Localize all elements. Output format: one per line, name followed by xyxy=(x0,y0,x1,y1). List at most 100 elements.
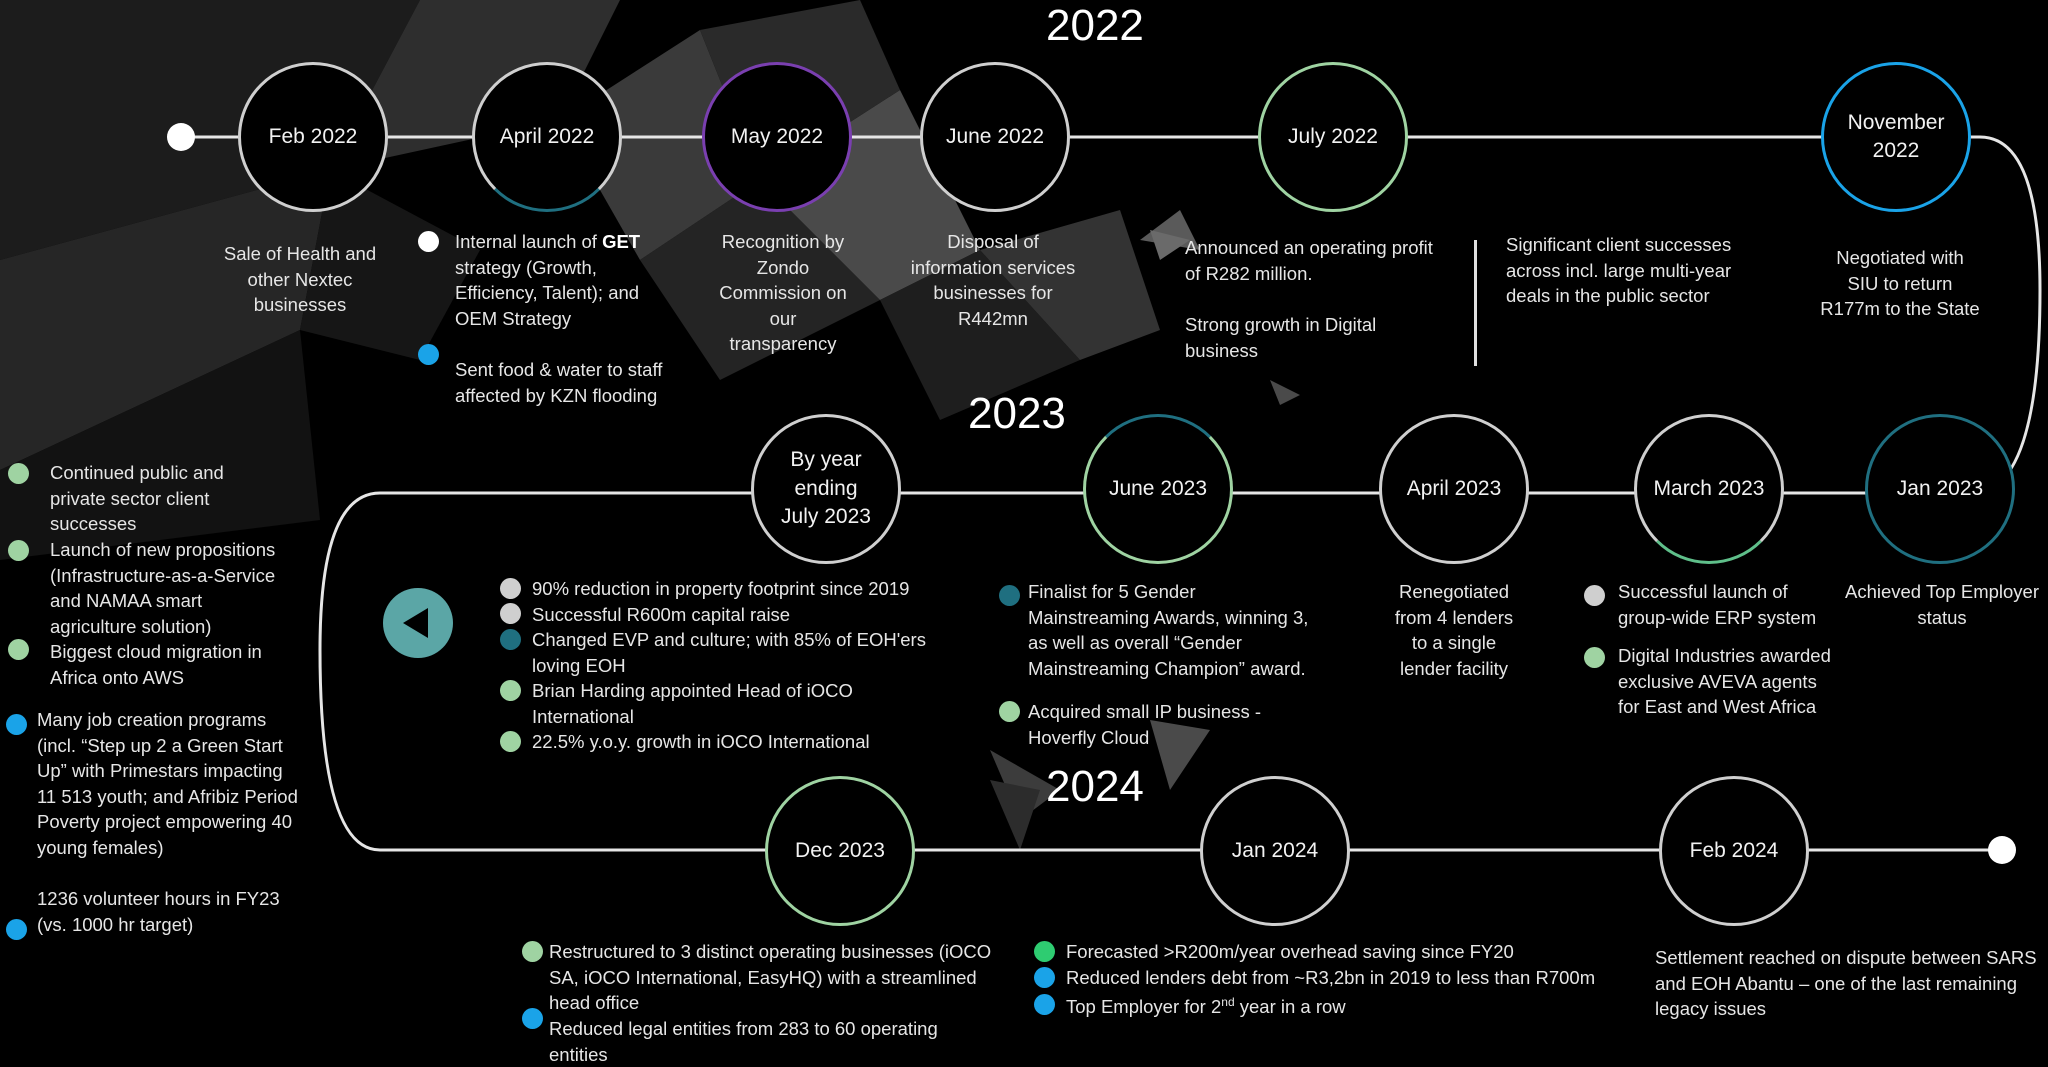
text-line: other Nextec xyxy=(205,267,395,293)
text-line: 1236 volunteer hours in FY23 xyxy=(37,886,327,912)
text-line: Launch of new propositions xyxy=(50,537,310,563)
feb-2022-description: Sale of Health and other Nextec business… xyxy=(205,241,395,318)
text-line: agriculture solution) xyxy=(50,614,310,640)
text-line: Up” with Primestars impacting xyxy=(37,758,327,784)
node-july-2022[interactable]: July 2022 xyxy=(1258,62,1408,212)
bullet-dot-grey xyxy=(500,603,521,624)
text-line: Settlement reached on dispute between SA… xyxy=(1655,945,2048,971)
node-feb-2022[interactable]: Feb 2022 xyxy=(238,62,388,212)
jan-2024-description: Forecasted >R200m/year overhead saving s… xyxy=(1066,939,1626,1020)
text-line: entities xyxy=(549,1042,1029,1067)
node-feb-2024[interactable]: Feb 2024 xyxy=(1659,776,1809,926)
march-2023-erp: Successful launch of group-wide ERP syst… xyxy=(1618,579,1858,630)
superscript: nd xyxy=(1221,995,1234,1009)
text-line: business xyxy=(1185,338,1475,364)
april-2022-food-description: Sent food & water to staff affected by K… xyxy=(455,357,695,408)
year-2022-heading: 2022 xyxy=(1046,4,1144,48)
bullet-dot-blue xyxy=(418,344,439,365)
text-line: Biggest cloud migration in xyxy=(50,639,310,665)
text-line: Acquired small IP business - xyxy=(1028,699,1348,725)
node-label-line: July 2023 xyxy=(781,503,871,531)
node-dec-2023[interactable]: Dec 2023 xyxy=(765,776,915,926)
bullet-dot-grey xyxy=(500,578,521,599)
node-june-2023[interactable]: June 2023 xyxy=(1083,414,1233,564)
text-line: as well as overall “Gender xyxy=(1028,630,1348,656)
text-line: Digital Industries awarded xyxy=(1618,643,1858,669)
node-label-line: By year xyxy=(781,446,871,474)
text-line: status xyxy=(1836,605,2048,631)
text-line: Zondo xyxy=(693,255,873,281)
bullet-dot-blue xyxy=(522,1008,543,1029)
text-line: Mainstreaming Awards, winning 3, xyxy=(1028,605,1348,631)
text-line: young females) xyxy=(37,835,327,861)
text-line: head office xyxy=(549,990,1029,1016)
text-line: Reduced lenders debt from ~R3,2bn in 201… xyxy=(1066,965,1626,991)
text-line: strategy (Growth, xyxy=(455,255,695,281)
text-line: legacy issues xyxy=(1655,996,2048,1022)
node-april-2022[interactable]: April 2022 xyxy=(472,62,622,212)
bullet-dot-light-green xyxy=(1584,647,1605,668)
text-line: Sale of Health and xyxy=(205,241,395,267)
text-line: 22.5% y.o.y. growth in iOCO Internationa… xyxy=(532,729,972,755)
text-line: loving EOH xyxy=(532,653,972,679)
left-new-propositions: Launch of new propositions (Infrastructu… xyxy=(50,537,310,639)
text-line: Disposal of xyxy=(893,229,1093,255)
text-line: SA, iOCO International, EasyHQ) with a s… xyxy=(549,965,1029,991)
back-button[interactable] xyxy=(383,588,453,658)
bullet-dot-light-green xyxy=(522,941,543,962)
node-label: Jan 2024 xyxy=(1232,837,1318,865)
text-line: Africa onto AWS xyxy=(50,665,310,691)
node-label-line: ending xyxy=(781,475,871,503)
text-line: transparency xyxy=(693,331,873,357)
text-fragment: year in a row xyxy=(1235,996,1346,1017)
text-line: (incl. “Step up 2 a Green Start xyxy=(37,733,327,759)
text-line: businesses for xyxy=(893,280,1093,306)
text-line: lender facility xyxy=(1364,656,1544,682)
april-2023-description: Renegotiated from 4 lenders to a single … xyxy=(1364,579,1544,681)
left-volunteer-hours: 1236 volunteer hours in FY23 (vs. 1000 h… xyxy=(37,886,327,937)
text-line: across incl. large multi-year xyxy=(1506,258,1766,284)
june-2022-description: Disposal of information services busines… xyxy=(893,229,1093,331)
text-line: Changed EVP and culture; with 85% of EOH… xyxy=(532,627,972,653)
bullet-dot-teal xyxy=(999,585,1020,606)
node-may-2022[interactable]: May 2022 xyxy=(702,62,852,212)
node-april-2023[interactable]: April 2023 xyxy=(1379,414,1529,564)
november-2022-description: Negotiated with SIU to return R177m to t… xyxy=(1800,245,2000,322)
text-line: Achieved Top Employer xyxy=(1836,579,2048,605)
text-line: Restructured to 3 distinct operating bus… xyxy=(549,939,1029,965)
node-label: Feb 2024 xyxy=(1690,837,1779,865)
left-job-creation: Many job creation programs (incl. “Step … xyxy=(37,707,327,860)
text-line: OEM Strategy xyxy=(455,306,695,332)
text-line: 90% reduction in property footprint sinc… xyxy=(532,576,972,602)
march-2023-aveva: Digital Industries awarded exclusive AVE… xyxy=(1618,643,1858,720)
july-2022-client-description: Significant client successes across incl… xyxy=(1506,232,1766,309)
year-2024-heading: 2024 xyxy=(1046,765,1144,809)
node-march-2023[interactable]: March 2023 xyxy=(1634,414,1784,564)
triangle-left-icon xyxy=(383,588,453,658)
text-line: Successful R600m capital raise xyxy=(532,602,972,628)
get-strategy-bold: GET xyxy=(602,231,640,252)
timeline-end-point xyxy=(1988,836,2016,864)
bullet-dot-grey xyxy=(1584,585,1605,606)
node-june-2022[interactable]: June 2022 xyxy=(920,62,1070,212)
june-2023-acquisition: Acquired small IP business - Hoverfly Cl… xyxy=(1028,699,1348,750)
text-line: (Infrastructure-as-a-Service xyxy=(50,563,310,589)
text-line: Mainstreaming Champion” award. xyxy=(1028,656,1348,682)
text-line: Successful launch of xyxy=(1618,579,1858,605)
text-line: Strong growth in Digital xyxy=(1185,312,1475,338)
text-line: Significant client successes xyxy=(1506,232,1766,258)
text-line: successes xyxy=(50,511,310,537)
node-label: Feb 2022 xyxy=(269,123,358,151)
node-jan-2023[interactable]: Jan 2023 xyxy=(1865,414,2015,564)
bullet-dot-blue xyxy=(1034,994,1055,1015)
text-line: Reduced legal entities from 283 to 60 op… xyxy=(549,1016,1029,1042)
left-client-successes: Continued public and private sector clie… xyxy=(50,460,310,537)
node-label: June 2022 xyxy=(946,123,1044,151)
text-fragment: Internal launch of xyxy=(455,231,602,252)
node-label: July 2022 xyxy=(1288,123,1378,151)
text-line: Negotiated with xyxy=(1800,245,2000,271)
node-jan-2024[interactable]: Jan 2024 xyxy=(1200,776,1350,926)
text-line: and NAMAA smart xyxy=(50,588,310,614)
